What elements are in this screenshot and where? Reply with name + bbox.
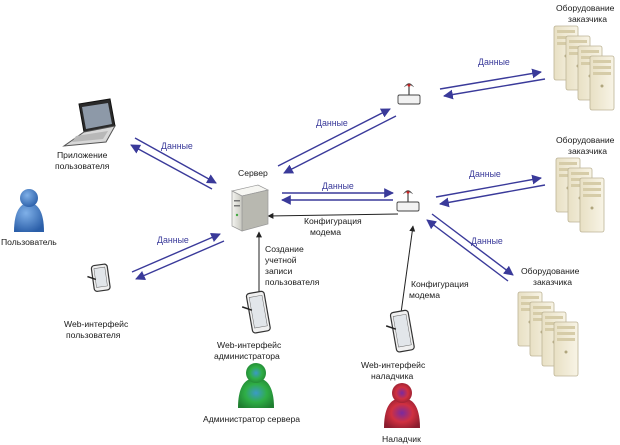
laptop-icon bbox=[62, 98, 116, 147]
label-tech: Наладчик bbox=[382, 434, 421, 444]
web-tech-tablet-icon bbox=[385, 309, 415, 353]
label-user: Пользователь bbox=[1, 237, 57, 247]
label-data-modemtop: Данные bbox=[316, 118, 348, 128]
label-modem-config-1: Конфигурация bbox=[304, 216, 362, 226]
web-user-tablet-icon bbox=[85, 263, 112, 294]
label-equip-top-1: Оборудование bbox=[556, 3, 615, 13]
label-data-server-modem: Данные bbox=[322, 181, 354, 191]
label-create-account-2: учетной bbox=[265, 255, 297, 265]
label-data-equipmid: Данные bbox=[469, 169, 501, 179]
web-admin-tablet-icon bbox=[241, 290, 271, 334]
tech-person-icon bbox=[384, 383, 420, 428]
arrow-server-modem-mid bbox=[281, 188, 394, 205]
admin-person-icon bbox=[238, 363, 274, 408]
modem-mid-icon bbox=[396, 189, 420, 212]
label-create-account-4: пользователя bbox=[265, 277, 320, 287]
equip-top-rack-icon bbox=[553, 25, 615, 111]
label-equip-top-2: заказчика bbox=[568, 14, 607, 24]
label-equip-bot-2: заказчика bbox=[533, 277, 572, 287]
label-create-account-3: записи bbox=[265, 266, 292, 276]
user-person-icon bbox=[14, 189, 44, 232]
label-tech-config-1: Конфигурация bbox=[411, 279, 469, 289]
label-tech-config-2: модема bbox=[409, 290, 440, 300]
label-web-user-2: пользователя bbox=[66, 330, 121, 340]
arrow-laptop-server bbox=[130, 137, 217, 190]
label-modem-config-2: модема bbox=[310, 227, 341, 237]
arrow-modemmid-equip bbox=[435, 174, 546, 208]
label-data-webuser: Данные bbox=[157, 235, 189, 245]
equip-mid-rack-icon bbox=[555, 157, 605, 233]
label-data-equipbot: Данные bbox=[471, 236, 503, 246]
label-data-equiptop: Данные bbox=[478, 57, 510, 67]
equip-bot-rack-icon bbox=[517, 291, 579, 377]
arrow-modemtop-equip bbox=[439, 68, 546, 100]
modem-top-icon bbox=[397, 82, 421, 105]
label-admin: Администратор сервера bbox=[203, 414, 300, 424]
arrow-modem-config bbox=[267, 212, 399, 219]
label-web-tech-2: наладчика bbox=[371, 371, 414, 381]
label-server: Сервер bbox=[238, 168, 268, 178]
label-user-app-2: пользователя bbox=[55, 161, 110, 171]
arrow-server-modem-top bbox=[277, 108, 397, 174]
arrow-webuser-server bbox=[131, 232, 225, 281]
label-user-app-1: Приложение bbox=[57, 150, 108, 160]
arrow-tech-config bbox=[400, 225, 416, 314]
label-web-user-1: Web-интерфейс bbox=[64, 319, 129, 329]
arrow-modemmid-equipbot bbox=[426, 213, 514, 282]
label-equip-mid-1: Оборудование bbox=[556, 135, 615, 145]
label-equip-mid-2: заказчика bbox=[568, 146, 607, 156]
label-web-admin-1: Web-интерфейс bbox=[217, 340, 282, 350]
label-create-account-1: Создание bbox=[265, 244, 304, 254]
server-icon bbox=[230, 184, 270, 232]
label-equip-bot-1: Оборудование bbox=[521, 266, 580, 276]
label-data-laptop: Данные bbox=[161, 141, 193, 151]
label-web-tech-1: Web-интерфейс bbox=[361, 360, 426, 370]
label-web-admin-2: администратора bbox=[214, 351, 280, 361]
